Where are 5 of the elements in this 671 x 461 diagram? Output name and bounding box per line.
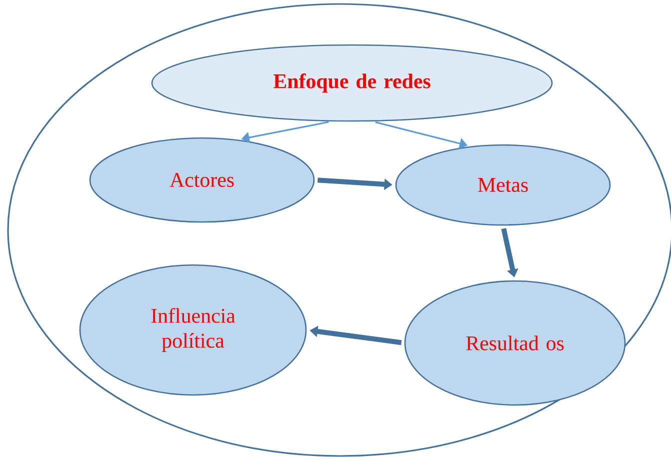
ellipse-node: Influencia política <box>79 264 307 396</box>
ellipse-node: Resultad os <box>404 280 626 406</box>
ellipse-node: Metas <box>395 144 611 226</box>
ellipse-node: Actores <box>89 137 315 223</box>
ellipse-node: Enfoque de redes <box>151 44 553 122</box>
